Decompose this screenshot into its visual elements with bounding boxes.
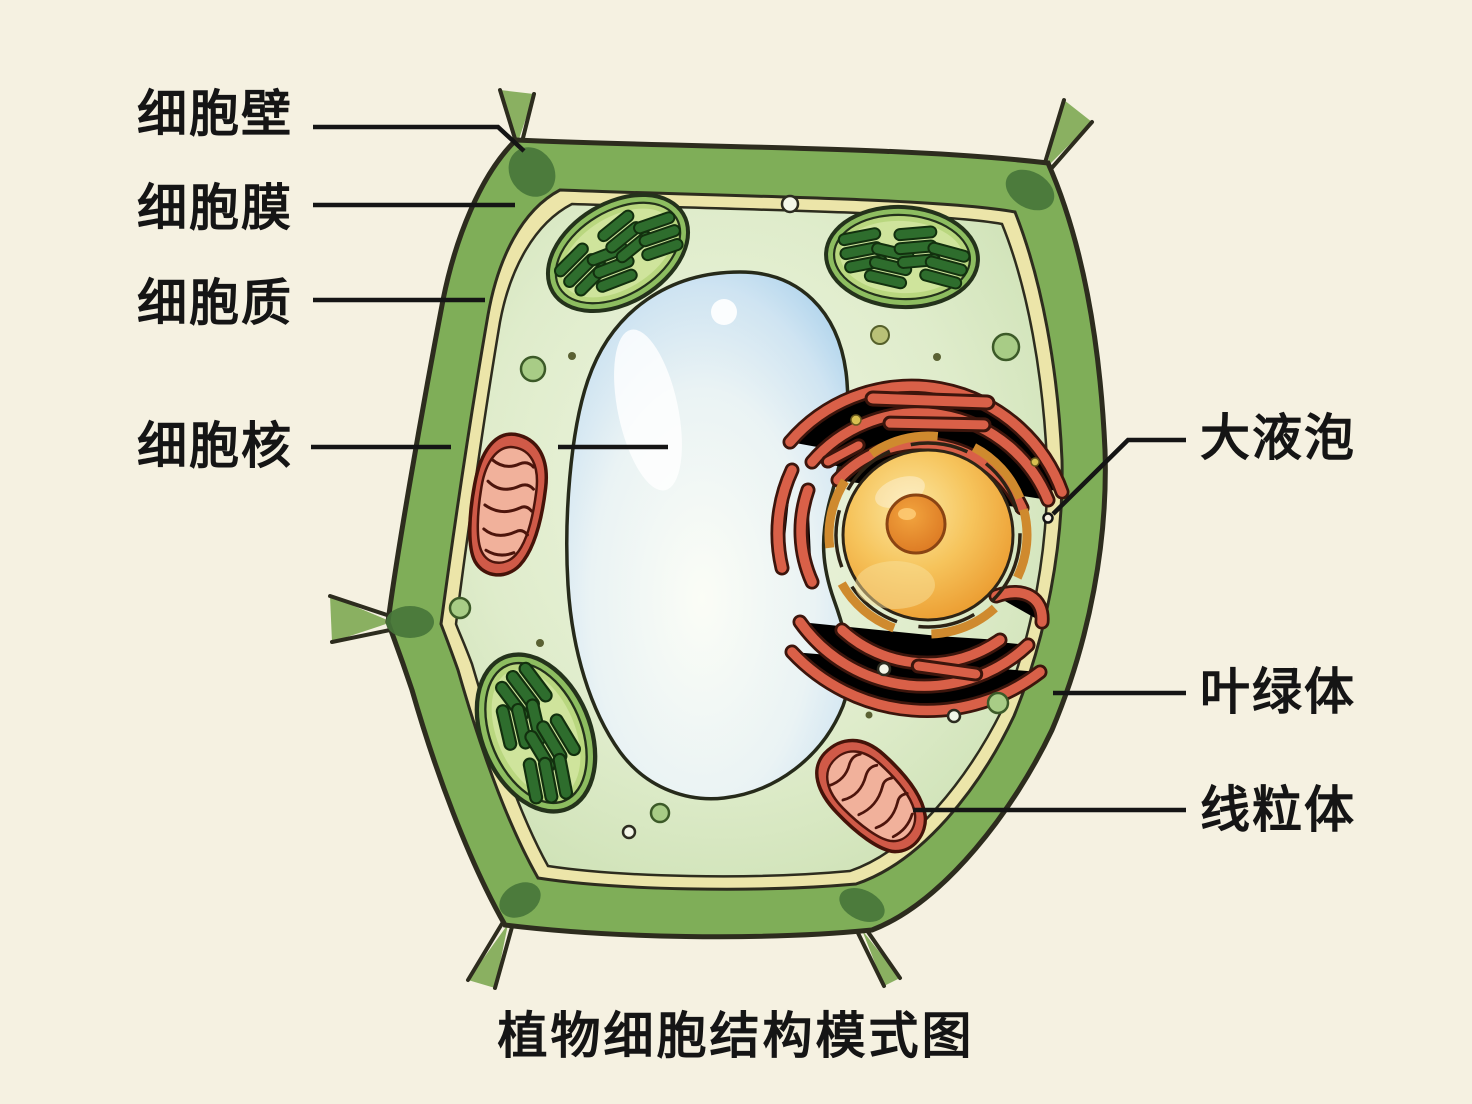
- label-cytoplasm: 细胞质: [137, 275, 293, 331]
- nucleolus: [885, 493, 947, 555]
- label-mitochondrion: 线粒体: [1200, 782, 1356, 838]
- label-cell-wall: 细胞壁: [137, 86, 293, 142]
- nucleus: [824, 431, 1032, 639]
- wall-junction-spikes: [328, 88, 1094, 990]
- label-chloroplast: 叶绿体: [1200, 664, 1356, 720]
- leader-vacuole-dot: [1042, 512, 1054, 524]
- leader-cell-wall: [313, 124, 526, 153]
- nuclear-envelope-outer: [824, 431, 1032, 639]
- label-cell-membrane: 细胞膜: [137, 180, 293, 236]
- central-vacuole: [565, 270, 852, 801]
- vacuole-highlight: [614, 329, 682, 491]
- leader-lines: [311, 124, 1186, 813]
- diagram-title: 植物细胞结构模式图: [497, 1008, 975, 1064]
- cytoplasm-vesicles: [448, 194, 1040, 840]
- nuclear-envelope-inner: [834, 441, 1022, 629]
- label-vacuole: 大液泡: [1200, 410, 1356, 466]
- label-nucleus: 细胞核: [137, 418, 293, 474]
- wall-corner-shading: [386, 147, 1055, 922]
- leader-vacuole: [1051, 437, 1186, 516]
